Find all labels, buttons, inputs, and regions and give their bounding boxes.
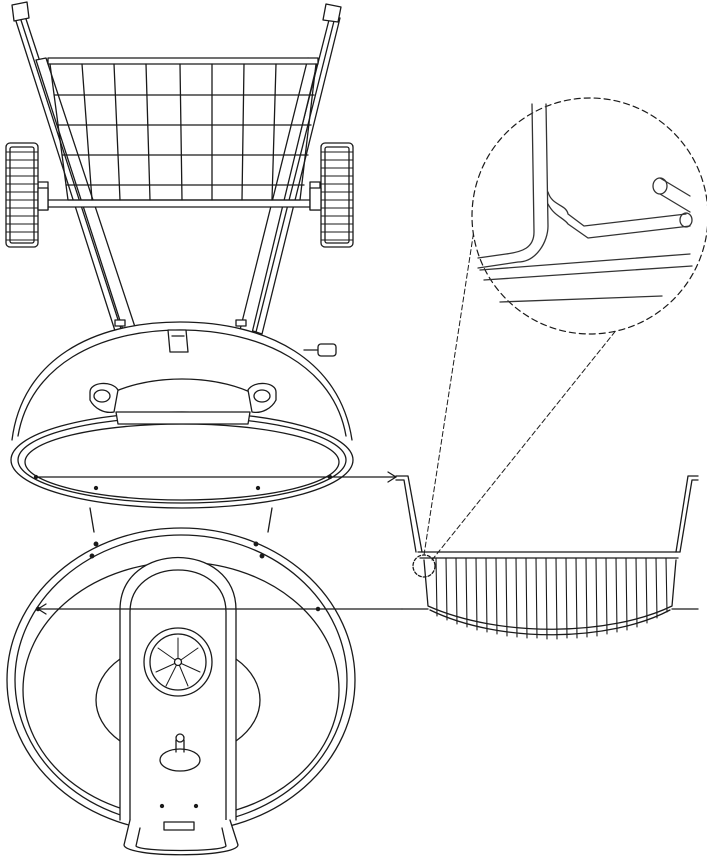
bowl: [7, 508, 402, 855]
wheel-right: [310, 143, 353, 247]
ash-basket: [396, 476, 698, 639]
cart-frame: [12, 2, 341, 334]
lid: [11, 320, 396, 508]
wire-bottom-shelf: [48, 58, 318, 200]
detail-callout: [424, 98, 707, 560]
wheel-left: [6, 143, 48, 247]
